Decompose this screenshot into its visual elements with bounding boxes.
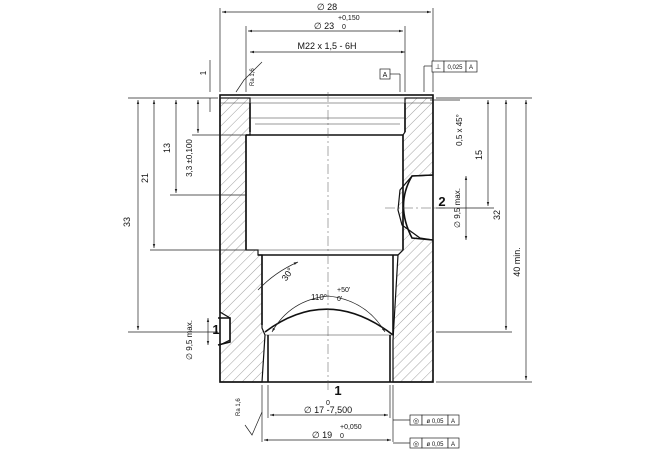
angle-110: 110° [311,293,327,302]
left-wall-section [219,97,266,383]
bore-95-right: ∅ 9,5 max. [453,188,462,228]
tf3-symbol: ◎ [413,441,419,448]
tf2-datum: A [451,419,455,425]
tol-23-lower: 0 [342,24,346,31]
tf1-symbol: ⊥ [435,64,441,71]
angle-30: 30° [280,266,296,283]
tf2-value: ø 0,05 [426,419,444,425]
dim-15: 15 [474,150,484,160]
left-dimensions: 33 21 13 3,3 ±0,100 ∅ 9,5 max. [122,97,246,360]
angle-110-upper: +50' [337,287,350,294]
tol-17-upper: 0 [326,400,330,407]
angle-annotations: 30° 110° +50' 0' [257,261,386,333]
chamfer-label: 0,5 x 45° [455,114,464,146]
dim-32: 32 [492,210,502,220]
od-28-label: ∅ 28 [317,2,337,12]
d17-label: ∅ 17 -7,500 [304,405,352,415]
port-1-left-label: 1 [212,322,219,337]
roughness-top-label: Ra 1,6 [250,68,256,86]
roughness-bottom-label: Ra 1,6 [236,398,242,416]
d23-label: ∅ 23 [314,21,334,31]
datum-and-frame-top: A ⊥ 0,025 A [379,60,478,92]
dim-21: 21 [140,173,150,183]
port-2-right-label: 2 [438,194,445,209]
tf1-datum: A [469,65,473,71]
dim-33: 33 [122,217,132,227]
bore-95-left: ∅ 9,5 max. [185,320,194,360]
dim-13: 13 [162,143,172,153]
part-outline [217,92,445,392]
datum-a-label: A [383,72,388,79]
d19-label: ∅ 19 [312,430,332,440]
tol-19-upper: +0,050 [340,424,362,431]
dim-1-top: 1 [199,70,208,75]
thread-label: M22 x 1,5 - 6H [297,41,356,51]
bottom-dimensions: 0 ∅ 17 -7,500 +0,050 ∅ 19 0 Ra 1,6 ◎ ø 0… [236,385,460,449]
hatched-walls [219,97,434,383]
roughness-symbol-top: Ra 1,6 [235,61,263,93]
tol-23-upper: +0,150 [338,15,360,22]
top-dimensions: ∅ 28 +0,150 ∅ 23 0 M22 x 1,5 - 6H 1 [199,2,434,112]
tf3-datum: A [451,442,455,448]
tf1-value: 0,025 [447,65,463,71]
tol-19-lower: 0 [340,433,344,440]
port-1-bottom-label: 1 [334,383,341,398]
dim-3-3: 3,3 ±0,100 [185,139,194,177]
angle-110-lower: 0' [337,296,342,303]
tf2-symbol: ◎ [413,418,419,425]
right-dimensions: 40 min. 32 15 0,5 x 45° ∅ 9,5 max. [430,97,532,383]
tf3-value: ø 0,05 [426,442,444,448]
dim-40-min: 40 min. [512,247,522,277]
